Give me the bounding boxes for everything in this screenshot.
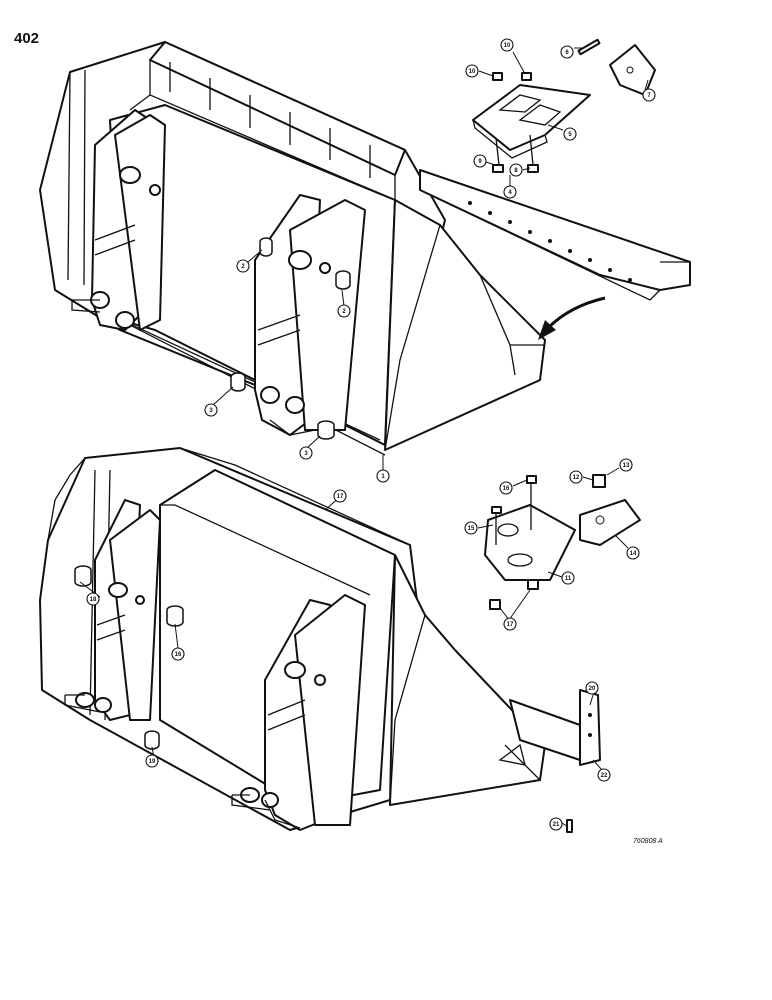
- callout-7: 7: [642, 88, 656, 102]
- callout-4: 4: [503, 185, 517, 199]
- svg-text:17: 17: [337, 494, 344, 500]
- svg-text:22: 22: [601, 773, 608, 779]
- upper-bucket: [39, 41, 546, 456]
- callout-14: 14: [626, 546, 640, 560]
- svg-text:21: 21: [553, 822, 560, 828]
- callout-2: 2: [236, 259, 250, 273]
- svg-text:3: 3: [209, 408, 213, 414]
- edge-bar-lower: [509, 689, 601, 833]
- page-number: 402: [14, 30, 40, 47]
- svg-text:6: 6: [565, 50, 569, 56]
- svg-text:1: 1: [381, 474, 385, 480]
- svg-text:2: 2: [342, 309, 346, 315]
- assembly-arrowhead: [538, 320, 556, 340]
- lower-bucket: [39, 447, 546, 831]
- callout-21: 21: [549, 817, 563, 831]
- leader-lines: [79, 47, 649, 827]
- svg-text:15: 15: [468, 526, 475, 532]
- svg-text:7: 7: [647, 93, 651, 99]
- callout-9: 9: [473, 154, 487, 168]
- svg-text:16: 16: [175, 652, 182, 658]
- cutting-edge: [419, 169, 691, 301]
- svg-text:10: 10: [504, 43, 511, 49]
- callout-11: 11: [561, 571, 575, 585]
- svg-text:4: 4: [508, 190, 512, 196]
- callout-19: 19: [145, 754, 159, 768]
- svg-text:11: 11: [565, 576, 572, 582]
- svg-text:10: 10: [469, 69, 476, 75]
- svg-text:16: 16: [503, 486, 510, 492]
- svg-text:12: 12: [573, 475, 580, 481]
- callout-2: 2: [337, 304, 351, 318]
- callout-17: 17: [333, 489, 347, 503]
- callout-22: 22: [597, 768, 611, 782]
- svg-text:2: 2: [241, 264, 245, 270]
- svg-text:9: 9: [478, 159, 482, 165]
- callout-10: 10: [500, 38, 514, 52]
- callout-1: 1: [376, 469, 390, 483]
- svg-text:5: 5: [568, 132, 572, 138]
- svg-text:3: 3: [304, 451, 308, 457]
- tooth-adapter-lower: [484, 474, 641, 610]
- callout-13: 13: [619, 458, 633, 472]
- callout-20: 20: [585, 681, 599, 695]
- callout-3: 3: [299, 446, 313, 460]
- callout-15: 15: [464, 521, 478, 535]
- assembly-arrow: [546, 296, 606, 330]
- figure-code: 760808 A: [633, 838, 663, 845]
- callout-6: 6: [560, 45, 574, 59]
- callout-8: 8: [509, 163, 523, 177]
- svg-text:19: 19: [149, 759, 156, 765]
- callout-10: 10: [465, 64, 479, 78]
- callout-17: 17: [503, 617, 517, 631]
- svg-text:14: 14: [630, 551, 637, 557]
- svg-text:17: 17: [507, 622, 514, 628]
- svg-text:13: 13: [623, 463, 630, 469]
- callout-5: 5: [563, 127, 577, 141]
- callout-16: 16: [171, 647, 185, 661]
- tooth-adapter-upper: [472, 38, 656, 173]
- svg-text:18: 18: [90, 597, 97, 603]
- callout-3: 3: [204, 403, 218, 417]
- svg-text:20: 20: [589, 686, 596, 692]
- callout-18: 18: [86, 592, 100, 606]
- svg-text:8: 8: [514, 168, 518, 174]
- callout-16: 16: [499, 481, 513, 495]
- callout-12: 12: [569, 470, 583, 484]
